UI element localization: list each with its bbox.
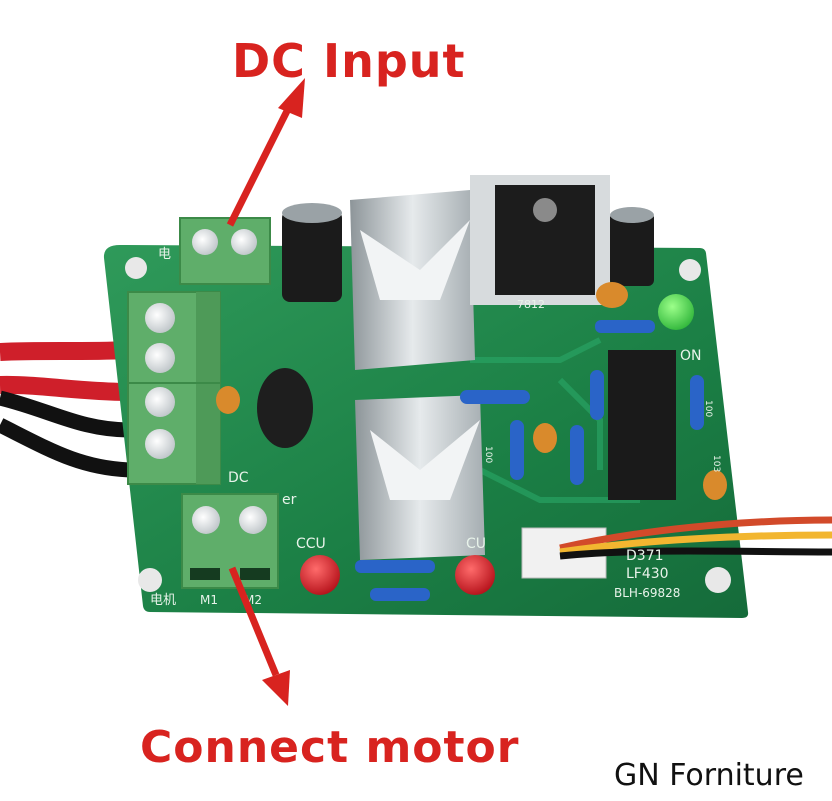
power-cn-label: 电 — [158, 247, 171, 262]
m1-label: M1 — [200, 593, 218, 607]
regulator-label: 7812 — [517, 298, 545, 311]
model-label: BLH-69828 — [614, 586, 680, 600]
resistor-label: 100 — [483, 446, 493, 463]
power-terminal-block — [127, 291, 221, 485]
ccw-label: CCU — [296, 536, 326, 552]
heatsink-bottom — [355, 395, 485, 560]
ic-chip — [608, 350, 676, 500]
heatsink-top — [350, 190, 475, 370]
inductor — [257, 368, 313, 448]
resistor-label: 100 — [703, 400, 713, 417]
electrolytic-capacitor — [282, 203, 342, 302]
mount-hole — [679, 259, 701, 281]
electrolytic-capacitor — [610, 207, 654, 286]
code-label-1: D371 — [626, 548, 664, 564]
power-label: er — [282, 492, 297, 508]
arrow-up-right-icon — [226, 78, 305, 227]
on-label: ON — [680, 348, 702, 364]
dc-input-callout: DC Input — [232, 34, 466, 88]
mount-hole — [138, 568, 162, 592]
cw-label: CU — [466, 536, 486, 552]
resistor-label: 103 — [711, 455, 721, 472]
motor-cn-label: 电机 — [150, 593, 176, 608]
voltage-regulator — [470, 175, 610, 305]
led-cw — [455, 555, 495, 595]
potentiometer-wires — [559, 516, 832, 560]
watermark: GN Forniture — [614, 758, 804, 793]
led-power — [658, 294, 694, 330]
led-ccw — [300, 555, 340, 595]
arrow-down-icon — [228, 566, 290, 706]
motor-terminal — [181, 493, 279, 589]
dc-input-terminal — [179, 217, 271, 285]
input-wires — [0, 341, 131, 478]
mount-hole — [705, 567, 731, 593]
dc-label: DC — [228, 470, 249, 486]
pcb-traces — [470, 337, 640, 503]
connect-motor-callout: Connect motor — [140, 722, 520, 773]
ceramic-capacitors — [216, 282, 727, 500]
code-label-2: LF430 — [626, 566, 669, 582]
mount-hole — [125, 257, 147, 279]
resistors — [355, 320, 704, 601]
